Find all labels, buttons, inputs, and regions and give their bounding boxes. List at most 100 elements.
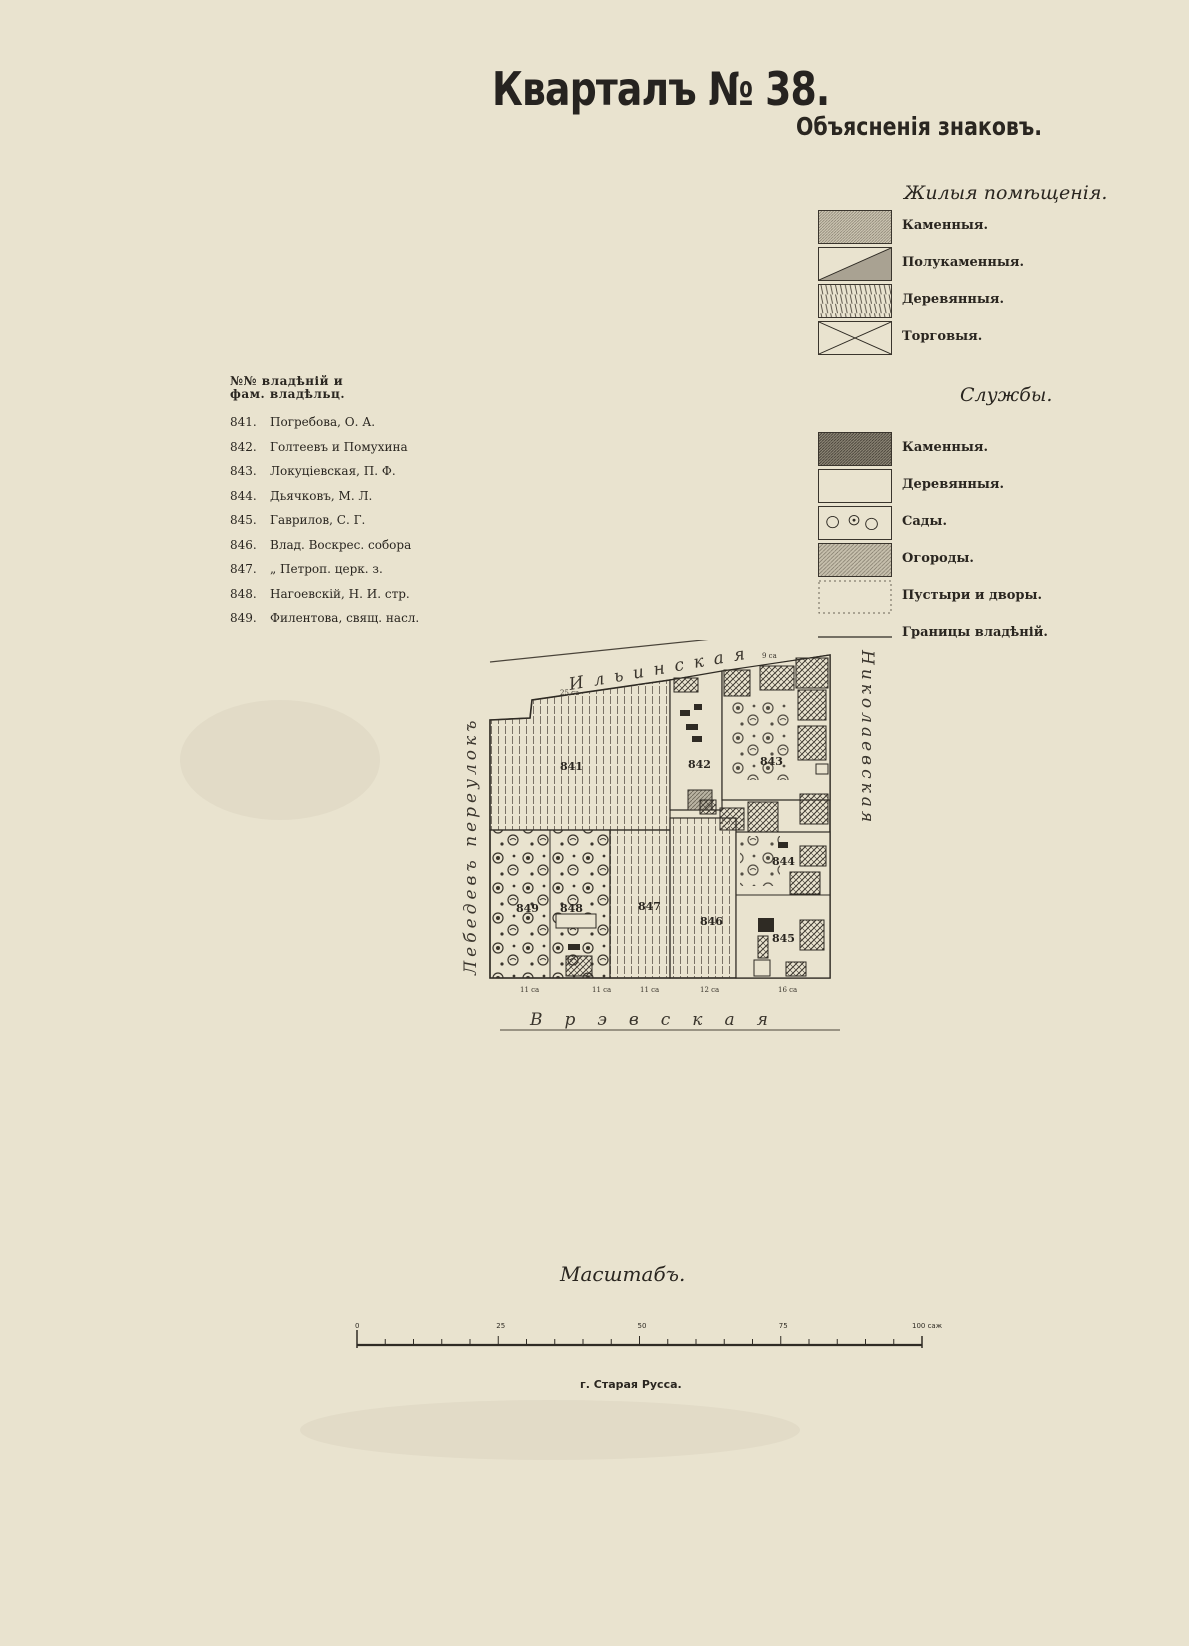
owner-row: 849. Филентова, свящ. насл. <box>230 611 470 636</box>
legend-item-label: Торговыя. <box>902 329 983 344</box>
legend-item-label: Каменныя. <box>902 218 989 233</box>
empty-swatch <box>818 469 892 503</box>
scale-label: 100 саж <box>912 1322 943 1330</box>
legend-item: Сады. <box>818 506 1178 544</box>
legend-item: Границы владѣній. <box>818 617 1178 655</box>
cross-swatch <box>818 321 892 355</box>
owners-heading-line-2: фам. владѣльц. <box>230 387 346 401</box>
legend-item-label: Деревянныя. <box>902 477 1005 492</box>
legend-item: Полукаменныя. <box>818 247 1178 285</box>
owner-row: 847. „ Петроп. церк. з. <box>230 562 470 587</box>
lot-label: 844 <box>772 855 795 868</box>
owner-number: 841. <box>230 415 257 429</box>
legend-title: Объясненія знаковъ. <box>796 112 1043 141</box>
frontage-label: 12 са <box>700 986 719 994</box>
page-title: Кварталъ № 38. <box>492 62 830 116</box>
frontage-label: 11 са <box>640 986 659 994</box>
lot-label: 842 <box>688 758 711 771</box>
paper-stain <box>300 1400 800 1460</box>
lot-841 <box>489 679 671 831</box>
legend-item-label: Каменныя. <box>902 440 989 455</box>
scale-label: 50 <box>638 1322 647 1330</box>
legend-item-label: Границы владѣній. <box>902 625 1048 640</box>
owners-heading-line-1: №№ владѣній и <box>230 374 344 388</box>
lot-label: 843 <box>760 755 783 768</box>
scale-title: Масштабъ. <box>560 1262 686 1286</box>
owner-number: 849. <box>230 611 257 625</box>
owner-row: 842. Голтеевъ и Помухина <box>230 440 470 465</box>
frontage-label: 9 са <box>762 652 777 660</box>
legend-item: Пустыри и дворы. <box>818 580 1178 618</box>
owner-number: 843. <box>230 464 257 478</box>
legend-item: Каменныя. <box>818 210 1178 248</box>
frontage-label: 25 са <box>560 689 579 697</box>
legend-item-label: Пустыри и дворы. <box>902 588 1043 603</box>
legend-item: Деревянныя. <box>818 469 1178 507</box>
lot-847 <box>609 829 671 979</box>
lot-label: 846 <box>700 915 723 928</box>
owner-name: Погребова, О. А. <box>270 415 376 429</box>
owner-number: 847. <box>230 562 257 576</box>
owner-number: 844. <box>230 488 257 503</box>
owner-name: Нагоевскій, Н. И. стр. <box>270 586 410 601</box>
legend-item: Огороды. <box>818 543 1178 581</box>
owner-name: „ Петроп. церк. з. <box>270 562 383 576</box>
legend-item: Каменныя. <box>818 432 1178 470</box>
owner-name: Филентова, свящ. насл. <box>270 611 420 625</box>
owner-name: Голтеевъ и Помухина <box>270 439 408 454</box>
lot-846 <box>669 817 737 979</box>
scale-label: 75 <box>779 1322 788 1330</box>
owner-row: 846.Влад. Воскрес. собора <box>230 538 470 563</box>
owner-number: 842. <box>230 439 257 454</box>
vegetable-swatch <box>818 543 892 577</box>
owner-name: Локуціевская, П. Ф. <box>270 464 396 478</box>
owner-row: 845. Гаврилов, С. Г. <box>230 513 470 538</box>
legend-item: Деревянныя. <box>818 284 1178 322</box>
street-label-right: Николаевская <box>857 649 877 826</box>
dark-hatch-swatch <box>818 432 892 466</box>
paper-stain <box>180 700 380 820</box>
street-label-bottom: Врэвская <box>529 1010 790 1030</box>
half-stone-swatch <box>818 247 892 281</box>
garden-swatch <box>818 506 892 540</box>
scale-label: 0 <box>355 1322 359 1330</box>
frontage-label: 11 са <box>520 986 539 994</box>
legend-item-label: Огороды. <box>902 551 974 566</box>
owners-heading: №№ владѣній и фам. владѣльц. <box>230 375 470 401</box>
scale-label: 25 <box>496 1322 505 1330</box>
legend-section-service: Службы. <box>960 384 1053 406</box>
owner-number: 845. <box>230 513 257 527</box>
lot-label: 848 <box>560 902 583 915</box>
owner-number: 846. <box>230 537 257 552</box>
legend-item: Торговыя. <box>818 321 1178 359</box>
legend-item-label: Полукаменныя. <box>902 255 1025 270</box>
lot-label: 845 <box>772 932 795 945</box>
wood-hatch-swatch <box>818 284 892 318</box>
owner-name: Гаврилов, С. Г. <box>270 513 366 527</box>
owner-number: 848. <box>230 586 257 601</box>
lot-label: 841 <box>560 760 583 773</box>
city-caption: г. Старая Русса. <box>580 1378 682 1391</box>
owner-row: 841. Погребова, О. А. <box>230 415 470 440</box>
scale-bar: 0 25 50 75 100 саж <box>355 1322 943 1348</box>
legend-section-living: Жилыя помѣщенія. <box>904 182 1108 204</box>
street-label-left: Лебедевъ переулокъ <box>461 716 481 976</box>
street-line-top <box>489 640 709 663</box>
owner-name: Дьячковъ, М. Л. <box>270 488 373 503</box>
frontage-label: 11 са <box>592 986 611 994</box>
stone-hatch-swatch <box>818 210 892 244</box>
owners-rows: 841. Погребова, О. А. 842. Голтеевъ и Помух… <box>230 415 470 636</box>
owner-row: 848. Нагоевскій, Н. И. стр. <box>230 587 470 612</box>
owners-list: №№ владѣній и фам. владѣльц. 841. Погребо… <box>230 375 470 636</box>
frontage-label: 16 са <box>778 986 797 994</box>
boundary-line-swatch <box>818 617 892 651</box>
legend-item-label: Сады. <box>902 514 947 529</box>
owner-row: 844. Дьячковъ, М. Л. <box>230 489 470 514</box>
lot-label: 849 <box>516 902 539 915</box>
lot-label: 847 <box>638 900 661 913</box>
legend-item-label: Деревянныя. <box>902 292 1005 307</box>
dotted-swatch <box>818 580 892 614</box>
owner-row: 843. Локуціевская, П. Ф. <box>230 464 470 489</box>
